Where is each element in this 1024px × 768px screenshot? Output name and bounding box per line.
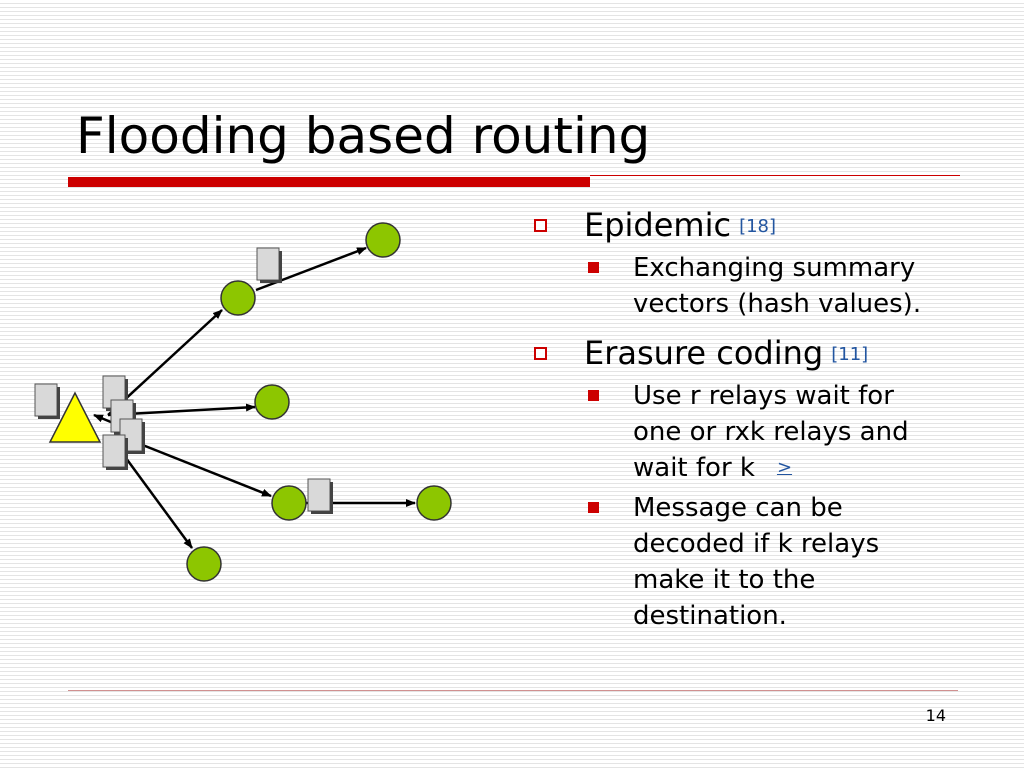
sub-bullet-line: vectors (hash values). (633, 289, 922, 319)
citation-link[interactable]: [18] (739, 216, 777, 237)
sub-bullet-relays: Use r relays wait for one or rxk relays … (530, 378, 1000, 486)
triangle-icon (48, 391, 102, 443)
sub-bullet-line: Use r relays wait for (633, 381, 894, 411)
hollow-square-bullet-icon (534, 219, 547, 232)
slide-title: Flooding based routing (76, 107, 651, 165)
edge-source-to-node-f (118, 449, 194, 549)
flooding-diagram (34, 222, 452, 582)
footer-divider (68, 690, 958, 691)
bullet-text: Epidemic (584, 206, 732, 244)
sub-bullet-line: Message can be (633, 493, 843, 523)
circle-icon (416, 485, 452, 521)
circle-icon (254, 384, 290, 420)
circle-icon (365, 222, 401, 258)
sub-bullet-summary-vectors: Exchanging summary vectors (hash values)… (530, 250, 1000, 322)
circle-icon (271, 485, 307, 521)
document-icon (102, 434, 129, 471)
page-number: 14 (925, 706, 946, 725)
sub-bullet-decoding: Message can be decoded if k relays make … (530, 490, 1000, 634)
filled-square-bullet-icon (588, 262, 599, 273)
sub-bullet-line: destination. (633, 601, 787, 631)
sub-bullet-line: make it to the (633, 565, 816, 595)
citation-link[interactable]: [11] (831, 344, 869, 365)
hollow-square-bullet-icon (534, 347, 547, 360)
bullet-epidemic: Epidemic [18] (530, 206, 1000, 246)
title-underline (68, 177, 590, 187)
document-icon (34, 383, 61, 420)
sub-bullet-line: decoded if k relays (633, 529, 880, 559)
title-underline-thin (590, 175, 960, 176)
filled-square-bullet-icon (588, 502, 599, 513)
document-icon (256, 247, 283, 284)
bullet-text: Erasure coding (584, 334, 824, 372)
sub-bullet-line: one or rxk relays and (633, 417, 909, 447)
next-slide-link[interactable]: > (776, 457, 793, 478)
circle-icon (220, 280, 256, 316)
document-icon (307, 478, 334, 515)
bullet-list: Epidemic [18] Exchanging summary vectors … (530, 200, 1000, 634)
sub-bullet-line: wait for k (633, 453, 755, 483)
edge-source-to-node-d (129, 438, 272, 498)
filled-square-bullet-icon (588, 390, 599, 401)
bullet-erasure-coding: Erasure coding [11] (530, 334, 1000, 374)
circle-icon (186, 546, 222, 582)
sub-bullet-line: Exchanging summary (633, 253, 916, 283)
